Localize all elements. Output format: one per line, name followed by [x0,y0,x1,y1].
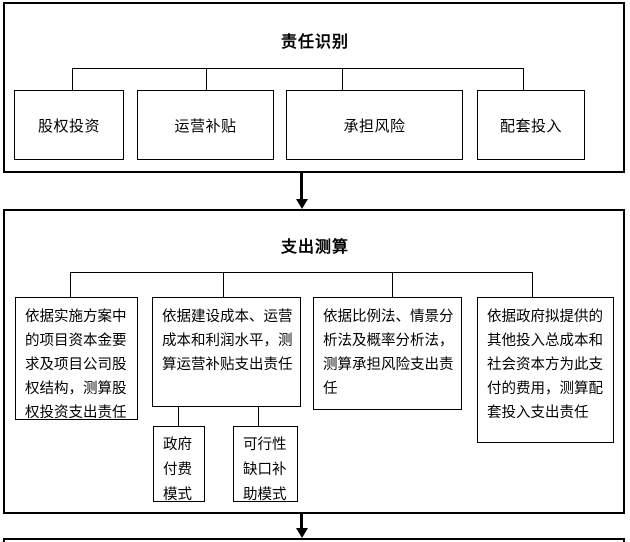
text-line: 依据实施方案中 [25,309,127,325]
text-line: 其他投入总成本和 [487,333,603,349]
text-line: 权结构，测算股 [25,381,127,397]
box-label: 承担风险 [343,117,406,135]
section1-title: 责任识别 [280,34,349,51]
box-supporting-investment: 配套投入 [477,90,585,160]
down-arrow-icon [296,199,308,209]
connector-line [392,272,393,297]
section-next-partial [3,538,625,542]
box-risk-bearing-measure: 依据比例法、情景分 析法及概率分析法， 测算承担风险支出责 任 [313,297,462,410]
down-arrow-icon [300,514,303,530]
box-equity-investment-measure: 依据实施方案中 的项目资本金要 求及项目公司股 权结构，测算股 权投资支出责任 [15,297,138,421]
box-label: 配套投入 [499,117,562,135]
connector-line [70,272,71,297]
section2-title: 支出测算 [280,239,349,256]
text-line: 套投入支出责任 [487,405,589,421]
box-viability-gap-subsidy-mode: 可行性 缺口补 助模式 [233,426,298,503]
text-line: 依据政府拟提供的 [487,309,603,325]
box-supporting-investment-measure: 依据政府拟提供的 其他投入总成本和 社会资本方为此支 付的费用，测算配 套投入支… [477,297,614,443]
box-operation-subsidy: 运营补贴 [137,90,274,160]
text-line: 成本和利润水平，测 [162,333,293,349]
text-line: 任 [323,381,338,397]
text-line: 缺口补 [243,462,287,478]
box-operation-subsidy-measure: 依据建设成本、运营 成本和利润水平，测 算运营补贴支出责任 [152,297,301,407]
connector-line [72,68,73,90]
connector-line [70,272,533,273]
text-line: 助模式 [243,487,287,503]
box-label: 运营补贴 [174,117,237,135]
text-line: 算运营补贴支出责任 [162,357,293,373]
box-government-payment-mode: 政府 付费 模式 [153,426,205,503]
box-risk-bearing: 承担风险 [286,90,463,160]
connector-line [223,272,224,297]
down-arrow-icon [300,173,303,201]
connector-line [258,407,259,426]
text-line: 付费 [163,462,192,478]
text-line: 付的费用，测算配 [487,381,603,397]
connector-line [178,407,179,426]
connector-line [342,68,343,90]
connector-line [72,68,524,69]
text-line: 依据比例法、情景分 [323,309,454,325]
box-label: 股权投资 [37,117,100,135]
text-line: 析法及概率分析法， [323,333,454,349]
text-line: 测算承担风险支出责 [323,357,454,373]
text-line: 社会资本方为此支 [487,357,603,373]
text-line: 的项目资本金要 [25,333,127,349]
down-arrow-icon [296,528,308,538]
box-equity-investment: 股权投资 [14,90,124,160]
text-line: 依据建设成本、运营 [162,309,293,325]
connector-line [532,272,533,297]
connector-line [206,68,207,90]
text-line: 政府 [163,437,192,453]
text-line: 可行性 [243,437,287,453]
text-line: 模式 [163,487,192,503]
connector-line [523,68,524,90]
text-line: 权投资支出责任 [25,405,127,421]
text-line: 求及项目公司股 [25,357,127,373]
